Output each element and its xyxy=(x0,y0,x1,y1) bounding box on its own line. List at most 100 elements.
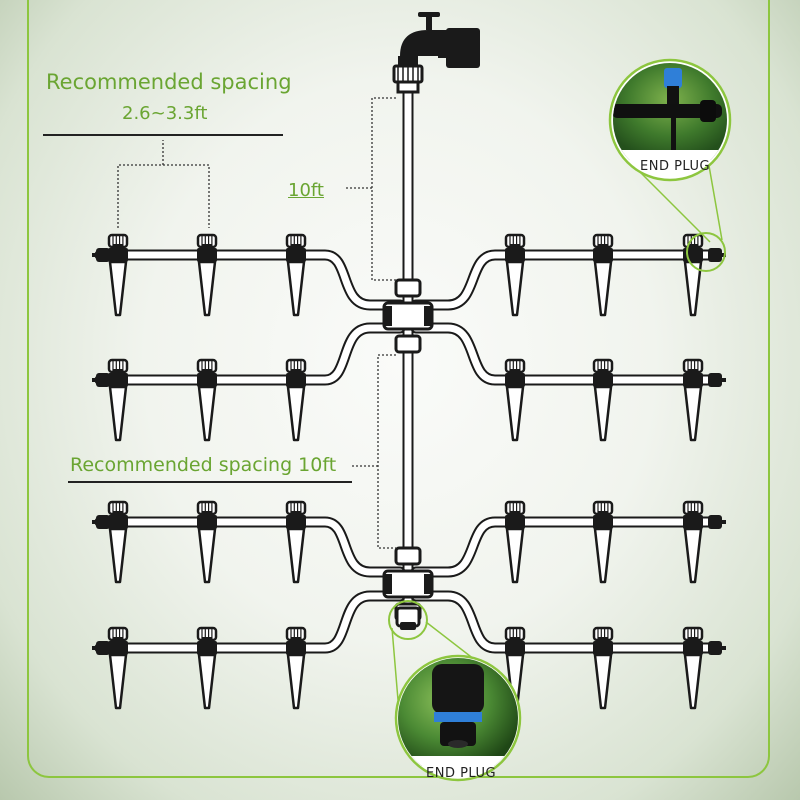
dimension-lines xyxy=(117,97,396,549)
dripper-clamp xyxy=(197,373,217,387)
branch-right-7-core xyxy=(412,592,720,652)
dripper-neck xyxy=(510,511,520,517)
dripper-clamp xyxy=(683,373,703,387)
dripper-clamp xyxy=(197,515,217,529)
dripper-neck xyxy=(598,511,608,517)
dripper-stake-icon xyxy=(682,233,704,317)
dripper-spike xyxy=(286,653,306,710)
dripper-spike xyxy=(197,385,217,442)
dripper-clamp xyxy=(683,641,703,655)
dripper-spike xyxy=(197,260,217,317)
dripper-stake-icon xyxy=(592,626,614,710)
dripper-neck xyxy=(688,244,698,250)
faucet-spout xyxy=(400,30,448,56)
tee-upper-top-collar xyxy=(394,278,422,298)
dripper-neck xyxy=(291,511,301,517)
dripper-neck xyxy=(113,511,123,517)
branch-right-3-core xyxy=(412,324,720,384)
row-spacing-bracket xyxy=(377,354,396,549)
trunk-length-bracket xyxy=(371,97,396,281)
dripper-neck xyxy=(688,511,698,517)
dripper-stake-icon xyxy=(682,358,704,442)
branch-end-tip xyxy=(718,378,726,382)
dripper-clamp xyxy=(683,515,703,529)
dripper-clamp xyxy=(197,248,217,262)
dripper-neck xyxy=(598,369,608,375)
branch-right-1-core xyxy=(412,251,720,309)
dripper-clamp xyxy=(108,641,128,655)
dripper-clamp xyxy=(286,373,306,387)
branch-left-0-core xyxy=(96,251,404,309)
callout-top-focus-ring xyxy=(686,232,726,272)
dripper-clamp xyxy=(108,373,128,387)
dripper-spacing-bracket xyxy=(117,164,210,228)
dripper-spike xyxy=(593,385,613,442)
branch-end-cap xyxy=(708,373,722,387)
tee-upper-right-jaw xyxy=(424,306,432,326)
dripper-clamp xyxy=(593,373,613,387)
photo-tube xyxy=(613,104,722,118)
dripper-clamp xyxy=(197,641,217,655)
tee-lower-right-jaw xyxy=(424,574,432,594)
branch-end-tip xyxy=(718,646,726,650)
dripper-clamp xyxy=(683,248,703,262)
dripper-neck xyxy=(202,369,212,375)
trunk-length-label: 10ft xyxy=(288,180,324,201)
dripper-clamp xyxy=(505,373,525,387)
end-plug-callout-bottom xyxy=(388,600,522,782)
dripper-neck xyxy=(202,637,212,643)
dripper-neck xyxy=(202,244,212,250)
dripper-neck xyxy=(113,244,123,250)
dripper-spike xyxy=(108,260,128,317)
branch-left-2-core xyxy=(96,324,404,384)
photo-dripper-blue xyxy=(664,68,682,88)
dripper-spike xyxy=(593,653,613,710)
spacing-underline xyxy=(43,134,283,136)
row-spacing-label: Recommended spacing 10ft xyxy=(70,454,337,476)
tee-upper-left-jaw xyxy=(384,306,392,326)
branch-end-cap xyxy=(708,248,722,262)
dripper-stake-icon xyxy=(504,233,526,317)
dripper-stake-icon xyxy=(504,500,526,584)
dripper-neck xyxy=(113,637,123,643)
callout-bottom-focus-ring xyxy=(388,600,428,640)
pipe-network xyxy=(94,82,722,654)
dripper-spike xyxy=(505,527,525,584)
dripper-spike xyxy=(286,527,306,584)
dripper-clamp xyxy=(286,515,306,529)
dripper-clamp xyxy=(505,248,525,262)
dripper-neck xyxy=(202,511,212,517)
dripper-stake-icon xyxy=(592,358,614,442)
branch-end-tip xyxy=(92,378,100,382)
dripper-spike xyxy=(683,527,703,584)
end-plug-label-top: END PLUG xyxy=(640,159,711,174)
dripper-spike xyxy=(286,260,306,317)
branch-end-tip xyxy=(92,646,100,650)
dripper-clamp xyxy=(505,641,525,655)
photo-plug-tip xyxy=(440,722,476,746)
dripper-spike xyxy=(505,385,525,442)
dripper-spike xyxy=(286,385,306,442)
dripper-stake-icon xyxy=(196,626,218,710)
dripper-stake-icon xyxy=(285,233,307,317)
branch-end-tip xyxy=(92,520,100,524)
dripper-stake-icon xyxy=(107,626,129,710)
branch-left-4-core xyxy=(96,518,404,576)
callout-top-leader-a xyxy=(635,167,711,243)
dripper-stake-icon xyxy=(196,358,218,442)
branch-end-tip xyxy=(718,520,726,524)
branch-right-5-core xyxy=(412,518,720,576)
dripper-clamp xyxy=(593,248,613,262)
dripper-stake-icon xyxy=(592,500,614,584)
branch-end-cap xyxy=(96,248,110,262)
dripper-neck xyxy=(510,637,520,643)
dripper-stake-icon xyxy=(504,626,526,710)
dripper-spike xyxy=(108,653,128,710)
spacing-title: Recommended spacing xyxy=(46,70,292,94)
dripper-spike xyxy=(108,527,128,584)
dripper-neck xyxy=(291,244,301,250)
branch-end-cap xyxy=(96,373,110,387)
dripper-stake-icon xyxy=(196,500,218,584)
photo-plug-body xyxy=(432,664,484,714)
